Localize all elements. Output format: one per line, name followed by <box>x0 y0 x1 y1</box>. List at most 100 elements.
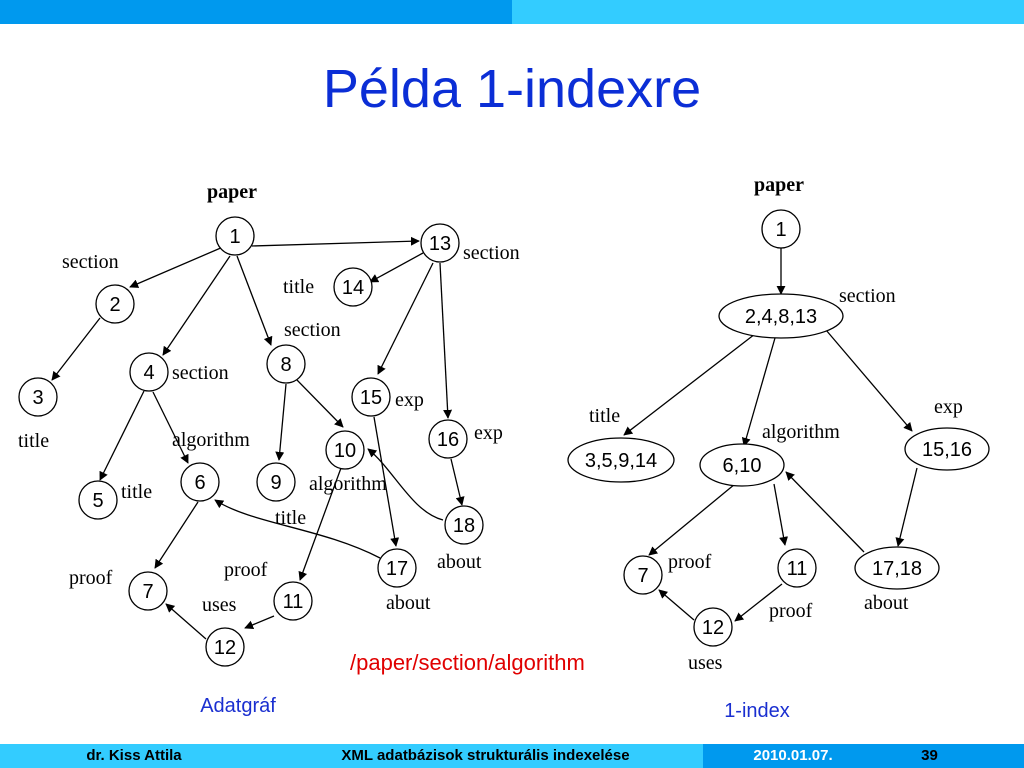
node-circle <box>129 352 169 392</box>
node-ellipse <box>718 293 844 339</box>
edge-4-6 <box>152 391 189 464</box>
label-proof: proof <box>668 551 712 573</box>
label-paper: paper <box>754 174 804 196</box>
edge-16-18 <box>450 458 465 506</box>
left-graph-node-labels: 1 2 3 4 5 6 7 8 9 10 11 12 13 14 15 16 1… <box>32 226 475 659</box>
node-circle <box>18 377 58 417</box>
footer: dr. Kiss Attila XML adatbázisok struktur… <box>0 744 1024 768</box>
node-13: 13 <box>429 233 451 255</box>
right-graph-nodes <box>567 209 990 647</box>
label-about: about <box>437 551 482 573</box>
label-section: section <box>284 319 341 341</box>
edge-10-11 <box>298 467 342 581</box>
left-graph-edge-labels: paper section title section algorithm ti… <box>18 181 520 616</box>
label-algorithm: algorithm <box>762 421 840 443</box>
node-circle <box>420 223 460 263</box>
top-bar-left <box>0 0 512 24</box>
label-algorithm: algorithm <box>172 429 250 451</box>
node-circle <box>693 607 733 647</box>
left-graph-edges <box>51 236 465 640</box>
node-ellipse <box>854 546 940 590</box>
edge-12-7 <box>165 603 207 640</box>
node-circle <box>777 548 817 588</box>
node-2: 2 <box>109 294 120 316</box>
node-11: 11 <box>283 591 304 613</box>
node-7: 7 <box>637 565 648 587</box>
edge-1-8 <box>236 255 273 346</box>
node-circle <box>128 571 168 611</box>
label-title: title <box>121 481 152 503</box>
footer-author: dr. Kiss Attila <box>0 744 268 768</box>
edge-13-16 <box>439 262 453 419</box>
right-graph-node-labels: 1 2,4,8,13 3,5,9,14 6,10 15,16 7 11 12 1… <box>585 219 972 639</box>
node-circle <box>428 419 468 459</box>
edge-section-exp <box>825 329 913 432</box>
label-title: title <box>275 507 306 529</box>
node-3-5-9-14: 3,5,9,14 <box>585 450 657 472</box>
footer-date: 2010.01.07. <box>703 744 883 768</box>
node-circle <box>333 267 373 307</box>
label-section: section <box>62 251 119 273</box>
node-4: 4 <box>143 362 154 384</box>
label-exp: exp <box>395 389 424 411</box>
node-15: 15 <box>360 387 382 409</box>
node-circle <box>377 548 417 588</box>
edge-13-14 <box>369 252 424 283</box>
edge-17-6 <box>214 499 381 559</box>
node-5: 5 <box>92 490 103 512</box>
node-circle <box>444 505 484 545</box>
node-circle <box>325 430 365 470</box>
top-bar-right <box>512 0 1024 24</box>
node-6-10: 6,10 <box>723 455 762 477</box>
label-proof: proof <box>69 567 113 589</box>
label-section: section <box>463 242 520 264</box>
node-ellipse <box>699 443 785 487</box>
node-circle <box>266 344 306 384</box>
edge-15-17 <box>373 416 400 547</box>
node-6: 6 <box>194 472 205 494</box>
edge-11-12 <box>244 615 275 630</box>
label-paper: paper <box>207 181 257 203</box>
edge-algorithm-proof <box>648 483 736 556</box>
node-2-4-8-13: 2,4,8,13 <box>745 306 817 328</box>
edge-section-title <box>623 333 756 436</box>
diagram: 1 2 3 4 5 6 7 8 9 10 11 12 13 14 15 16 1… <box>18 174 990 722</box>
label-about: about <box>386 592 431 614</box>
left-graph-nodes <box>18 216 484 667</box>
node-circle <box>256 462 296 502</box>
footer-page-number: 39 <box>883 744 1024 768</box>
node-12: 12 <box>702 617 724 639</box>
node-17: 17 <box>386 558 408 580</box>
node-circle <box>205 627 245 667</box>
edge-section-algorithm <box>741 337 776 447</box>
node-circle <box>351 377 391 417</box>
edge-2-3 <box>51 317 101 381</box>
label-proof: proof <box>769 600 813 622</box>
right-graph-edge-labels: paper section title algorithm exp proof … <box>589 174 963 674</box>
slide-title: Példa 1-indexre <box>322 59 702 119</box>
label-algorithm: algorithm <box>309 473 387 495</box>
node-15-16: 15,16 <box>922 439 972 461</box>
edge-18-10 <box>367 448 444 521</box>
node-18: 18 <box>453 515 475 537</box>
node-17-18: 17,18 <box>872 558 922 580</box>
edge-proof2-uses <box>734 583 783 622</box>
node-8: 8 <box>280 354 291 376</box>
node-1: 1 <box>775 219 786 241</box>
node-12: 12 <box>214 637 236 659</box>
node-circle <box>78 480 118 520</box>
label-exp: exp <box>934 396 963 418</box>
label-title: title <box>283 276 314 298</box>
node-9: 9 <box>270 472 281 494</box>
node-circle <box>180 462 220 502</box>
edge-1-4 <box>162 255 231 356</box>
node-circle <box>95 284 135 324</box>
edge-algorithm-proof2 <box>773 483 788 546</box>
edge-13-15 <box>377 262 434 375</box>
edge-uses-proof <box>658 589 695 621</box>
label-uses: uses <box>202 594 237 616</box>
edge-about-algorithm <box>785 471 865 553</box>
label-section: section <box>172 362 229 384</box>
edge-1-2 <box>129 246 224 288</box>
label-about: about <box>864 592 909 614</box>
